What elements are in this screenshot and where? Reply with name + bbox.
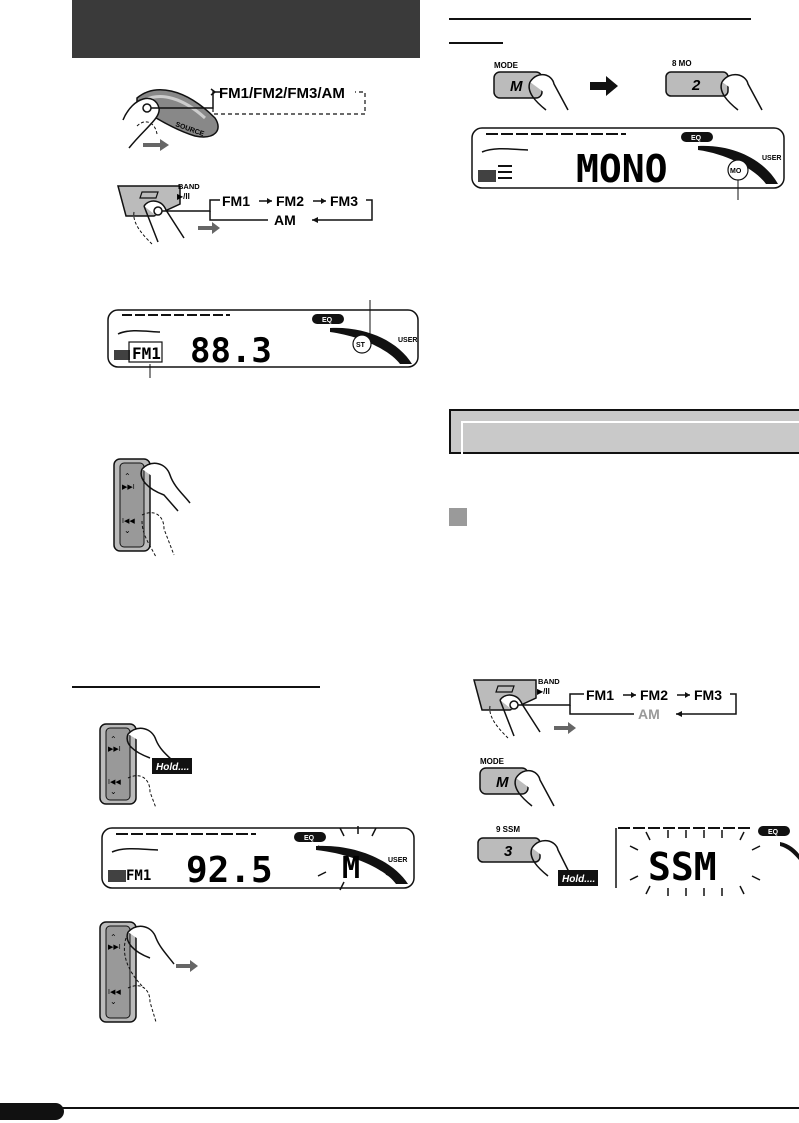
mo-indicator: MO xyxy=(730,168,742,175)
hold-down-glyph: ⌄ xyxy=(110,787,117,796)
release-down-glyph: ⌄ xyxy=(110,997,117,1006)
mode-button-face: M xyxy=(510,78,523,95)
fm-display-panel: EQ USER ST FM1 88.3 xyxy=(107,300,419,378)
hold-prev-glyph: I◀◀ xyxy=(108,779,121,786)
ssm-eq-label: EQ xyxy=(768,829,779,836)
st-label: ST xyxy=(356,342,366,349)
preset-display-panel: FM1 92.5 EQ USER M xyxy=(101,826,415,891)
seek-up-glyph: ⌃ xyxy=(124,472,131,481)
hold-up-glyph: ⌃ xyxy=(110,735,117,744)
mono-eq-label: EQ xyxy=(691,135,702,142)
hold-seek-diagram: ⌃ ▶▶I I◀◀ ⌄ Hold.... xyxy=(99,723,192,808)
preset-band: FM1 xyxy=(126,868,151,884)
source-sequence-text: FM1/FM2/FM3/AM xyxy=(219,85,345,102)
release-seek-diagram: ⌃ ▶▶I I◀◀ ⌄ xyxy=(99,921,198,1023)
band-seq-2: FM2 xyxy=(276,193,304,209)
section-header-dark xyxy=(72,0,420,58)
mono-display-panel: EQ USER MONO MO xyxy=(471,127,785,200)
release-prev-glyph: I◀◀ xyxy=(108,989,121,996)
ssm-band-diagram: BAND ▶/II FM1 FM2 FM3 AM xyxy=(473,677,737,739)
band-button-label: BAND xyxy=(178,182,200,191)
seek-down-glyph: ⌄ xyxy=(124,526,131,535)
play-pause-label: ▶/II xyxy=(177,192,190,201)
fm-band-indicator: FM1 xyxy=(132,344,161,363)
preset-2-label: 8 MO xyxy=(672,59,692,68)
release-up-glyph: ⌃ xyxy=(110,933,117,942)
ssm-seq-am: AM xyxy=(638,706,660,722)
band-seq-am: AM xyxy=(274,212,296,228)
ssm-seq-1: FM1 xyxy=(586,687,614,703)
preset-frequency: 92.5 xyxy=(186,850,273,891)
fm-frequency: 88.3 xyxy=(190,331,272,371)
hold-badge: Hold.... xyxy=(156,762,189,773)
release-next-glyph: ▶▶I xyxy=(108,944,121,951)
preset-2-face: 2 xyxy=(691,77,701,94)
page-bottom-rule xyxy=(0,1107,799,1109)
ssm-preset-face: 3 xyxy=(504,843,513,860)
seek-next-glyph: ▶▶I xyxy=(122,484,135,491)
band-seq-3: FM3 xyxy=(330,193,358,209)
hold-next-glyph: ▶▶I xyxy=(108,746,121,753)
subsection-rule-left xyxy=(72,686,320,688)
ssm-display-panel: EQ SSM xyxy=(615,826,799,896)
preset-user-label: USER xyxy=(388,857,407,864)
eq-label: EQ xyxy=(322,317,333,324)
band-button-diagram: BAND ▶/II FM1 FM2 FM3 AM xyxy=(117,182,373,245)
ssm-preset-label: 9 SSM xyxy=(496,825,520,834)
ssm-seq-3: FM3 xyxy=(694,687,722,703)
subsection-rule-right-short xyxy=(449,42,503,44)
mono-user-label: USER xyxy=(762,155,781,162)
band-seq-1: FM1 xyxy=(222,193,250,209)
seek-buttons-diagram: ⌃ ▶▶I I◀◀ ⌄ xyxy=(113,458,191,558)
subsection-rule-right-top xyxy=(449,18,751,20)
page-number-tab xyxy=(0,1103,64,1120)
preset-eq-label: EQ xyxy=(304,835,315,842)
mono-display-text: MONO xyxy=(576,147,668,191)
ssm-mode-face: M xyxy=(496,774,509,791)
preset-memory-indicator: M xyxy=(342,851,360,886)
seek-prev-glyph: I◀◀ xyxy=(122,518,135,525)
ssm-display-text: SSM xyxy=(648,845,717,889)
ssm-mode-label: MODE xyxy=(480,757,505,766)
step-marker-1 xyxy=(449,508,467,526)
ssm-play-pause-label: ▶/II xyxy=(537,687,550,696)
mono-buttons-diagram: MODE M 8 MO 2 xyxy=(493,59,763,111)
ssm-mode-diagram: MODE M xyxy=(479,757,555,807)
ssm-band-label: BAND xyxy=(538,677,560,686)
ssm-hold-badge: Hold.... xyxy=(562,874,595,885)
source-knob-diagram: SOURCE FM1/FM2/FM3/AM xyxy=(122,85,366,151)
ssm-seq-2: FM2 xyxy=(640,687,668,703)
ssm-preset-diagram: 9 SSM 3 Hold.... xyxy=(477,825,598,886)
mode-button-label: MODE xyxy=(494,61,519,70)
section-header-grey xyxy=(449,409,799,454)
user-label: USER xyxy=(398,337,417,344)
